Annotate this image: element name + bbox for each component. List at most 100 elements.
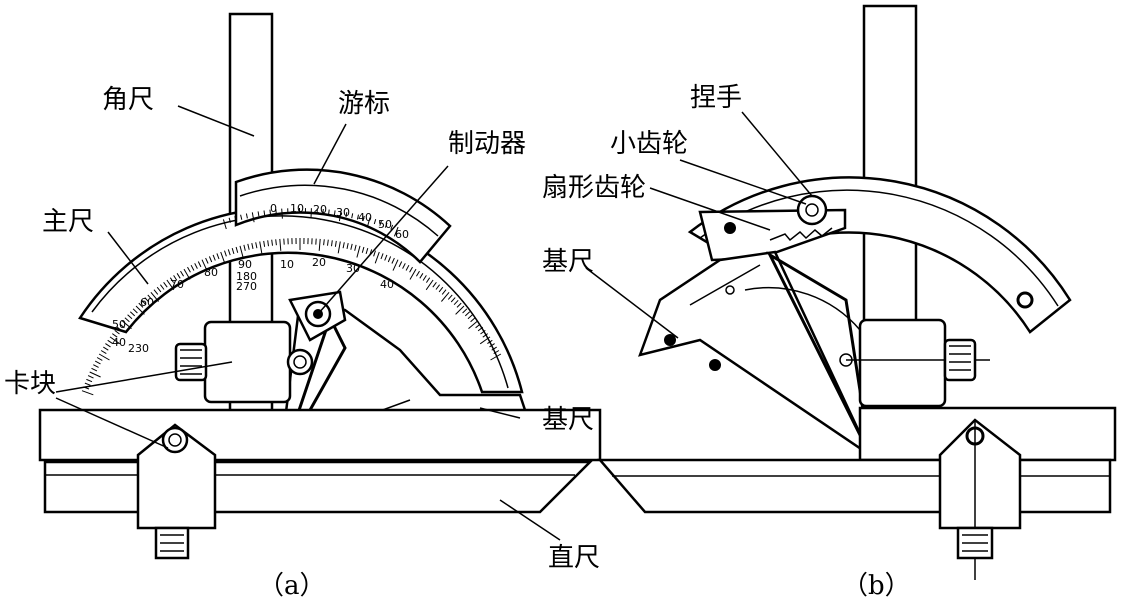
scale-tick — [98, 353, 110, 361]
scale-tick — [201, 259, 208, 271]
scale-tick — [263, 210, 266, 216]
scale-tick — [205, 257, 209, 264]
scale-tick — [365, 247, 369, 255]
scale-tick — [374, 251, 380, 264]
scale-tick — [275, 209, 277, 215]
scale-tick — [491, 346, 497, 351]
label-vernier: 游标 — [338, 89, 390, 119]
scale-tick — [450, 297, 456, 303]
scale-tick — [338, 211, 342, 222]
svg-text:60: 60 — [140, 296, 154, 309]
svg-text:10: 10 — [280, 258, 294, 271]
scale-tick — [159, 284, 165, 290]
scale-tick — [356, 245, 361, 258]
scale-tick — [345, 212, 348, 218]
scale-tick — [477, 326, 484, 332]
scale-tick — [393, 226, 399, 237]
svg-text:70: 70 — [170, 278, 184, 291]
scale-tick — [105, 343, 111, 348]
scale-tick — [322, 208, 324, 215]
scale-tick — [228, 217, 231, 223]
scale-tick — [373, 250, 376, 257]
scale-tick — [96, 357, 103, 361]
scale-tick — [94, 360, 101, 365]
scale-tick — [263, 240, 266, 247]
scale-tick — [422, 275, 427, 281]
vernier-plate — [234, 168, 452, 264]
scale-tick — [183, 268, 191, 280]
scale-tick — [438, 286, 444, 293]
scale-tick — [129, 311, 136, 317]
label-knob: 捏手 — [690, 83, 742, 113]
scale-tick — [255, 242, 258, 249]
scale-tick — [84, 382, 91, 386]
scale-tick — [398, 261, 403, 268]
scale-tick — [384, 222, 388, 228]
scale-tick — [234, 216, 237, 222]
scale-tick — [267, 240, 269, 247]
scale-tick — [318, 238, 321, 251]
clamp-block-b — [938, 418, 1022, 530]
scale-tick — [405, 264, 410, 271]
scale-tick — [112, 333, 118, 338]
scale-tick — [409, 266, 413, 273]
vernier-ticks — [222, 207, 399, 237]
svg-text:90: 90 — [238, 258, 252, 271]
scale-tick — [415, 270, 420, 277]
scale-tick — [251, 242, 254, 250]
svg-text:50: 50 — [378, 218, 392, 231]
scale-tick — [208, 256, 213, 263]
scale-tick — [271, 239, 273, 246]
scale-tick — [235, 246, 239, 253]
svg-text:30: 30 — [346, 262, 360, 275]
straight-ruler-beam-a — [38, 408, 602, 462]
svg-text:230: 230 — [128, 342, 149, 355]
svg-text:50: 50 — [112, 318, 126, 331]
pinion-gear — [796, 194, 828, 226]
label-sector-gear: 扇形齿轮 — [542, 173, 646, 203]
scale-tick — [176, 273, 181, 279]
scale-tick — [482, 333, 488, 338]
scale-tick — [468, 320, 479, 329]
straight-ruler-a — [43, 460, 594, 514]
scale-tick — [435, 284, 441, 290]
scale-tick — [479, 336, 491, 345]
scale-tick — [354, 244, 357, 251]
svg-text:20: 20 — [313, 203, 327, 216]
scale-tick — [441, 289, 447, 295]
scale-tick — [216, 253, 220, 260]
scale-tick — [328, 209, 330, 215]
scale-tick — [279, 238, 282, 251]
scale-tick — [150, 291, 159, 302]
scale-tick — [243, 244, 246, 251]
scale-tick — [259, 241, 263, 254]
scale-tick — [346, 242, 349, 250]
scale-tick — [470, 317, 476, 323]
scale-tick — [480, 329, 486, 335]
scale-tick — [147, 294, 153, 300]
scale-tick — [135, 305, 145, 315]
scale-tick — [132, 308, 138, 314]
scale-tick — [380, 253, 384, 260]
scale-tick — [409, 268, 417, 280]
scale-tick — [390, 224, 394, 230]
scale-tick — [166, 279, 175, 291]
scale-tick — [109, 336, 121, 345]
slider-block-a — [203, 320, 292, 404]
scale-tick — [464, 311, 471, 317]
svg-text:40: 40 — [358, 211, 372, 224]
scale-tick — [441, 291, 450, 302]
scale-tick — [467, 314, 473, 320]
scale-tick — [342, 242, 345, 249]
scale-tick — [447, 294, 453, 300]
scale-tick — [379, 220, 382, 226]
scale-tick — [425, 279, 434, 291]
scale-tick — [475, 323, 481, 329]
scale-tick — [247, 243, 250, 250]
scale-tick — [91, 367, 98, 372]
svg-text:40: 40 — [380, 278, 394, 291]
scale-tick — [197, 261, 202, 268]
scale-tick — [402, 263, 406, 269]
scale-tick — [127, 314, 133, 320]
